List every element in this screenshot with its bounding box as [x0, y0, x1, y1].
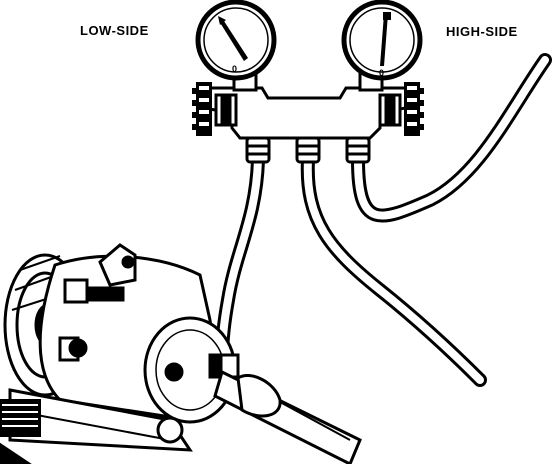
low-side-gauge-needle: [219, 18, 248, 61]
high-side-valve-knob: [404, 82, 424, 136]
center-hose: [300, 153, 487, 387]
hoses: [215, 53, 552, 387]
high-side-hose: [351, 53, 552, 223]
hose-fittings: [245, 136, 371, 164]
low-side-gauge: 0: [195, 0, 277, 92]
suction-line: [213, 369, 362, 464]
high-side-label: HIGH-SIDE: [446, 24, 518, 39]
low-side-valve-knob: [192, 82, 212, 136]
compressor: [3, 243, 240, 452]
mounting-rail: [0, 399, 41, 464]
high-side-gauge-zero: 0: [379, 68, 384, 78]
high-side-gauge-needle: [380, 14, 388, 66]
manifold-body: [198, 86, 408, 140]
low-side-gauge-zero: 0: [232, 64, 237, 74]
high-side-gauge: 0: [341, 0, 423, 92]
low-side-label: LOW-SIDE: [80, 23, 149, 38]
